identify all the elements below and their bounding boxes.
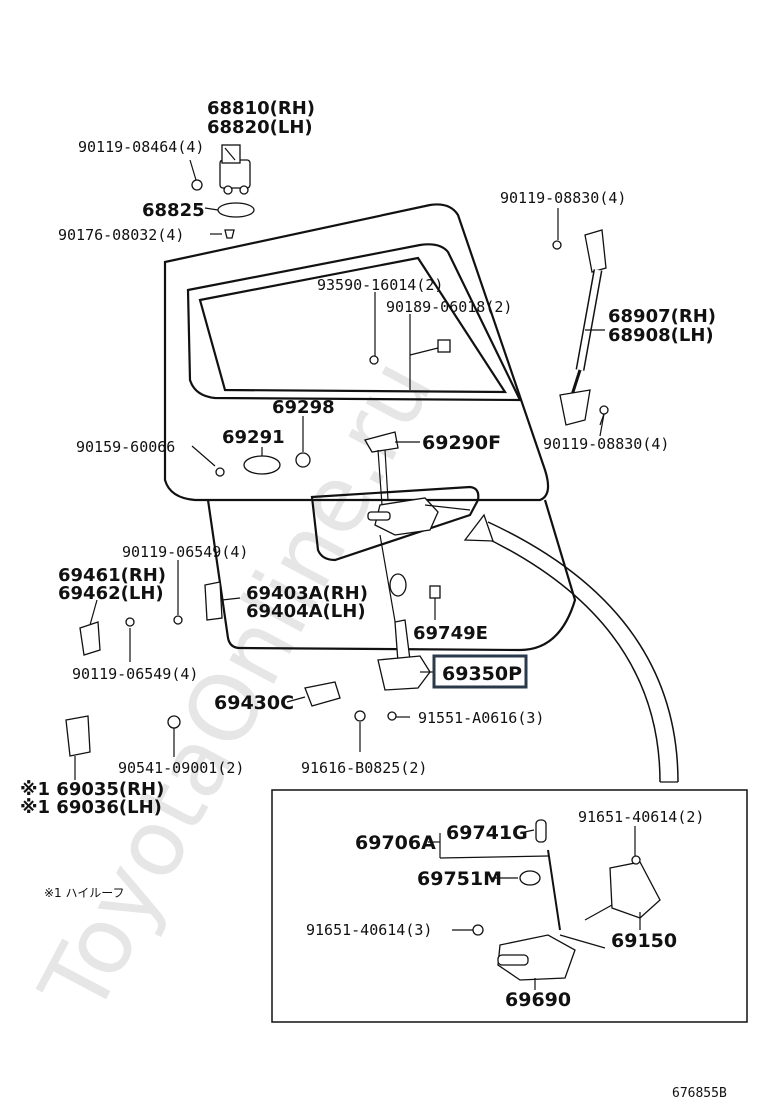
label-91651-40614-bottom[interactable]: 91651-40614(3) [306,921,432,939]
label-90119-08830-bottom[interactable]: 90119-08830(4) [543,435,669,453]
label-90119-08464[interactable]: 90119-08464(4) [78,138,204,156]
label-93590-16014[interactable]: 93590-16014(2) [317,276,443,294]
label-69290F[interactable]: 69290F [422,432,501,454]
label-69462[interactable]: 69462(LH) [58,583,164,604]
label-90189-06018[interactable]: 90189-06018(2) [386,298,512,316]
label-69298[interactable]: 69298 [272,397,335,418]
label-69403A[interactable]: 69403A(RH) [246,583,368,604]
label-68810[interactable]: 68810(RH) [207,98,315,119]
highlight-box-69350P [432,654,528,689]
back-door-outline [163,203,577,652]
label-68908[interactable]: 68908(LH) [608,325,714,346]
label-91651-40614-top[interactable]: 91651-40614(2) [578,808,704,826]
label-69035[interactable]: ※1 69035(RH) [20,779,164,800]
label-91551-A0616[interactable]: 91551-A0616(3) [418,709,544,727]
latch-linkage [364,431,471,691]
detail-arrow [463,513,679,783]
label-69751M[interactable]: 69751M [417,868,502,890]
detail-box [271,789,748,1023]
diagram-id: 676855B [672,1086,727,1101]
label-90176-08032[interactable]: 90176-08032(4) [58,226,184,244]
label-91616-B0825[interactable]: 91616-B0825(2) [301,759,427,777]
label-69350P[interactable]: 69350P [442,663,522,685]
part-labels: 68810(RH) 68820(LH) 90119-08464(4) 68825… [20,98,727,1101]
label-69749E[interactable]: 69749E [413,623,488,644]
hinge-part [191,144,255,239]
label-90541-09001[interactable]: 90541-09001(2) [118,759,244,777]
bolts-upper [215,339,451,477]
label-69036[interactable]: ※1 69036(LH) [20,797,162,818]
label-69741G[interactable]: 69741G [446,822,528,844]
label-69291[interactable]: 69291 [222,427,285,448]
leader-lines [74,147,641,990]
label-90119-08830-top[interactable]: 90119-08830(4) [500,189,626,207]
label-68825[interactable]: 68825 [142,200,205,221]
label-69150[interactable]: 69150 [611,930,677,952]
label-69404A[interactable]: 69404A(LH) [246,601,366,622]
label-68820[interactable]: 68820(LH) [207,117,313,138]
lower-left-parts [65,581,397,757]
label-68907[interactable]: 68907(RH) [608,306,716,327]
label-90119-06549-bottom[interactable]: 90119-06549(4) [72,665,198,683]
gas-stay-part [552,229,609,426]
label-69690[interactable]: 69690 [505,989,571,1011]
label-90159-60066[interactable]: 90159-60066 [76,438,175,456]
label-69706A[interactable]: 69706A [355,832,436,854]
label-90119-06549-top[interactable]: 90119-06549(4) [122,543,248,561]
note-high-roof: ※1 ハイルーフ [44,886,125,900]
label-69461[interactable]: 69461(RH) [58,565,166,586]
label-69430C[interactable]: 69430C [214,692,294,714]
